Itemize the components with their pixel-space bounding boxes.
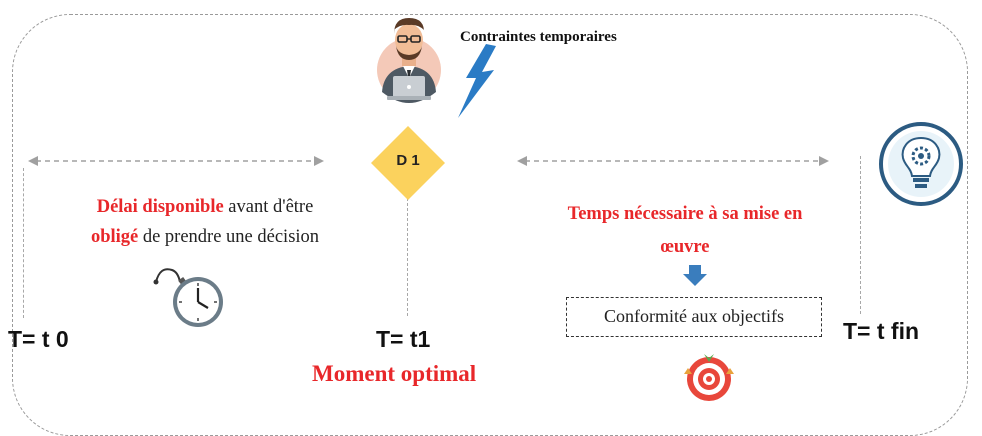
available-delay-part2: avant d'être (223, 197, 314, 217)
t0-vertical-line (23, 168, 24, 318)
time-marker-t1: T= t1 (376, 326, 431, 352)
conformity-box: Conformité aux objectifs (566, 297, 822, 337)
tfin-vertical-line (860, 156, 861, 314)
moment-optimal-label: Moment optimal (312, 361, 477, 386)
decision-label: D 1 (396, 152, 420, 169)
implementation-time-line2: œuvre (660, 237, 710, 257)
target-icon (684, 354, 734, 401)
left-double-arrow (28, 156, 324, 166)
person-with-laptop-icon (377, 18, 441, 103)
right-double-arrow (517, 156, 829, 166)
lightning-icon (458, 44, 496, 118)
decision-diamond (371, 126, 445, 200)
time-marker-tfin: T= t fin (843, 318, 920, 344)
available-delay-text: Délai disponible avant d'être obligé de … (40, 192, 370, 252)
down-arrow-icon (683, 265, 707, 286)
obliged-red: obligé (90, 227, 139, 247)
lightbulb-gear-icon (879, 122, 963, 206)
t1-vertical-line (407, 198, 408, 316)
constraints-label: Contraintes temporaires (460, 29, 617, 45)
available-delay-red: Délai disponible (96, 197, 224, 217)
implementation-time-text: Temps nécessaire à sa mise en œuvre (520, 198, 850, 264)
available-delay-part4: de prendre une décision (138, 227, 320, 247)
stopwatch-icon (153, 268, 223, 327)
time-marker-t0: T= t 0 (8, 326, 69, 352)
implementation-time-line1: Temps nécessaire à sa mise en (567, 204, 803, 224)
